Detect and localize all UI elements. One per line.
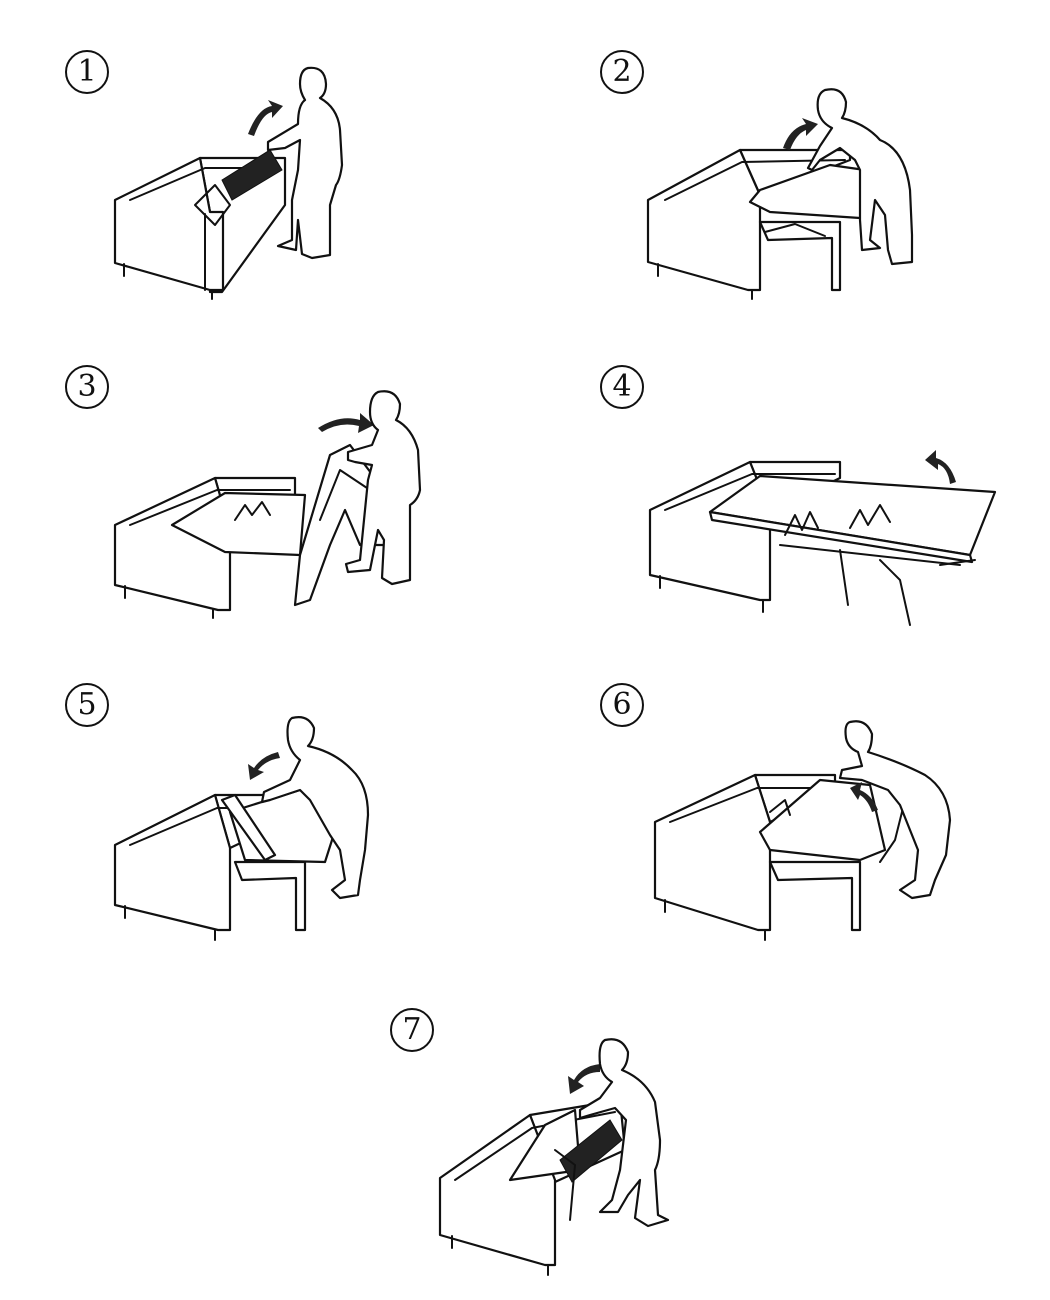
step-6-arrow	[850, 782, 878, 812]
step-3-number: 3	[65, 365, 109, 409]
step-5-arrow	[248, 752, 280, 780]
step-2-sofa	[646, 148, 867, 300]
step-1-person	[266, 66, 344, 260]
step-3-person	[344, 390, 422, 586]
step-6-number: 6	[600, 683, 644, 727]
step-5-person	[260, 716, 370, 900]
step-7-person	[578, 1038, 670, 1228]
step-5-number: 5	[65, 683, 109, 727]
step-3-sofa	[113, 443, 387, 619]
step-7-arrow	[568, 1064, 600, 1094]
step-2-arrow	[783, 118, 818, 150]
step-4-number: 4	[600, 365, 644, 409]
step-3-arrow	[318, 413, 374, 433]
step-2-person	[806, 88, 914, 266]
step-6-sofa	[653, 773, 906, 941]
step-1-arrow	[248, 100, 283, 136]
step-5-sofa	[113, 788, 342, 941]
step-6-person	[838, 720, 952, 900]
step-1-sofa	[113, 149, 287, 300]
step-7-number: 7	[390, 1008, 434, 1052]
step-4-arrow	[925, 450, 956, 484]
step-7-sofa	[438, 1098, 627, 1276]
step-4-sofa	[648, 460, 997, 626]
step-1-number: 1	[65, 50, 109, 94]
step-2-number: 2	[600, 50, 644, 94]
